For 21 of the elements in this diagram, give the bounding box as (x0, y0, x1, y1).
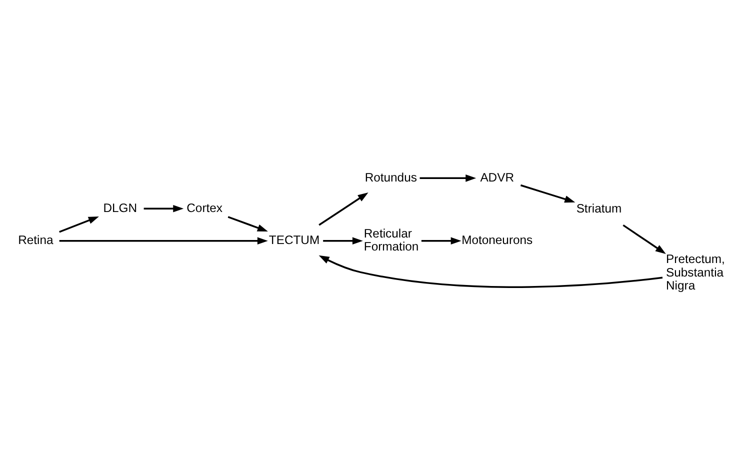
arrow (228, 216, 268, 232)
arrow (144, 204, 184, 212)
node-text: Striatum (576, 201, 622, 216)
node-text: ADVR (480, 170, 514, 184)
arrow (323, 236, 363, 244)
node-text: Retina (18, 232, 54, 247)
arrow (318, 254, 663, 288)
arrow (421, 236, 462, 244)
arrow (59, 216, 99, 232)
arrow (622, 224, 666, 254)
node-text: Motoneurons (462, 232, 533, 247)
arrow (59, 236, 268, 244)
node-text: Cortex (186, 200, 223, 214)
arrow (420, 174, 476, 182)
node-text: Pretectum, Substantia Nigra (666, 252, 725, 292)
arrow (520, 184, 576, 202)
node-text: DLGN (103, 200, 138, 214)
node-text: Rotundus (364, 170, 417, 184)
node-text: Reticular Formation (364, 226, 419, 254)
arrow (318, 192, 368, 226)
node-text: TECTUM (268, 232, 320, 247)
